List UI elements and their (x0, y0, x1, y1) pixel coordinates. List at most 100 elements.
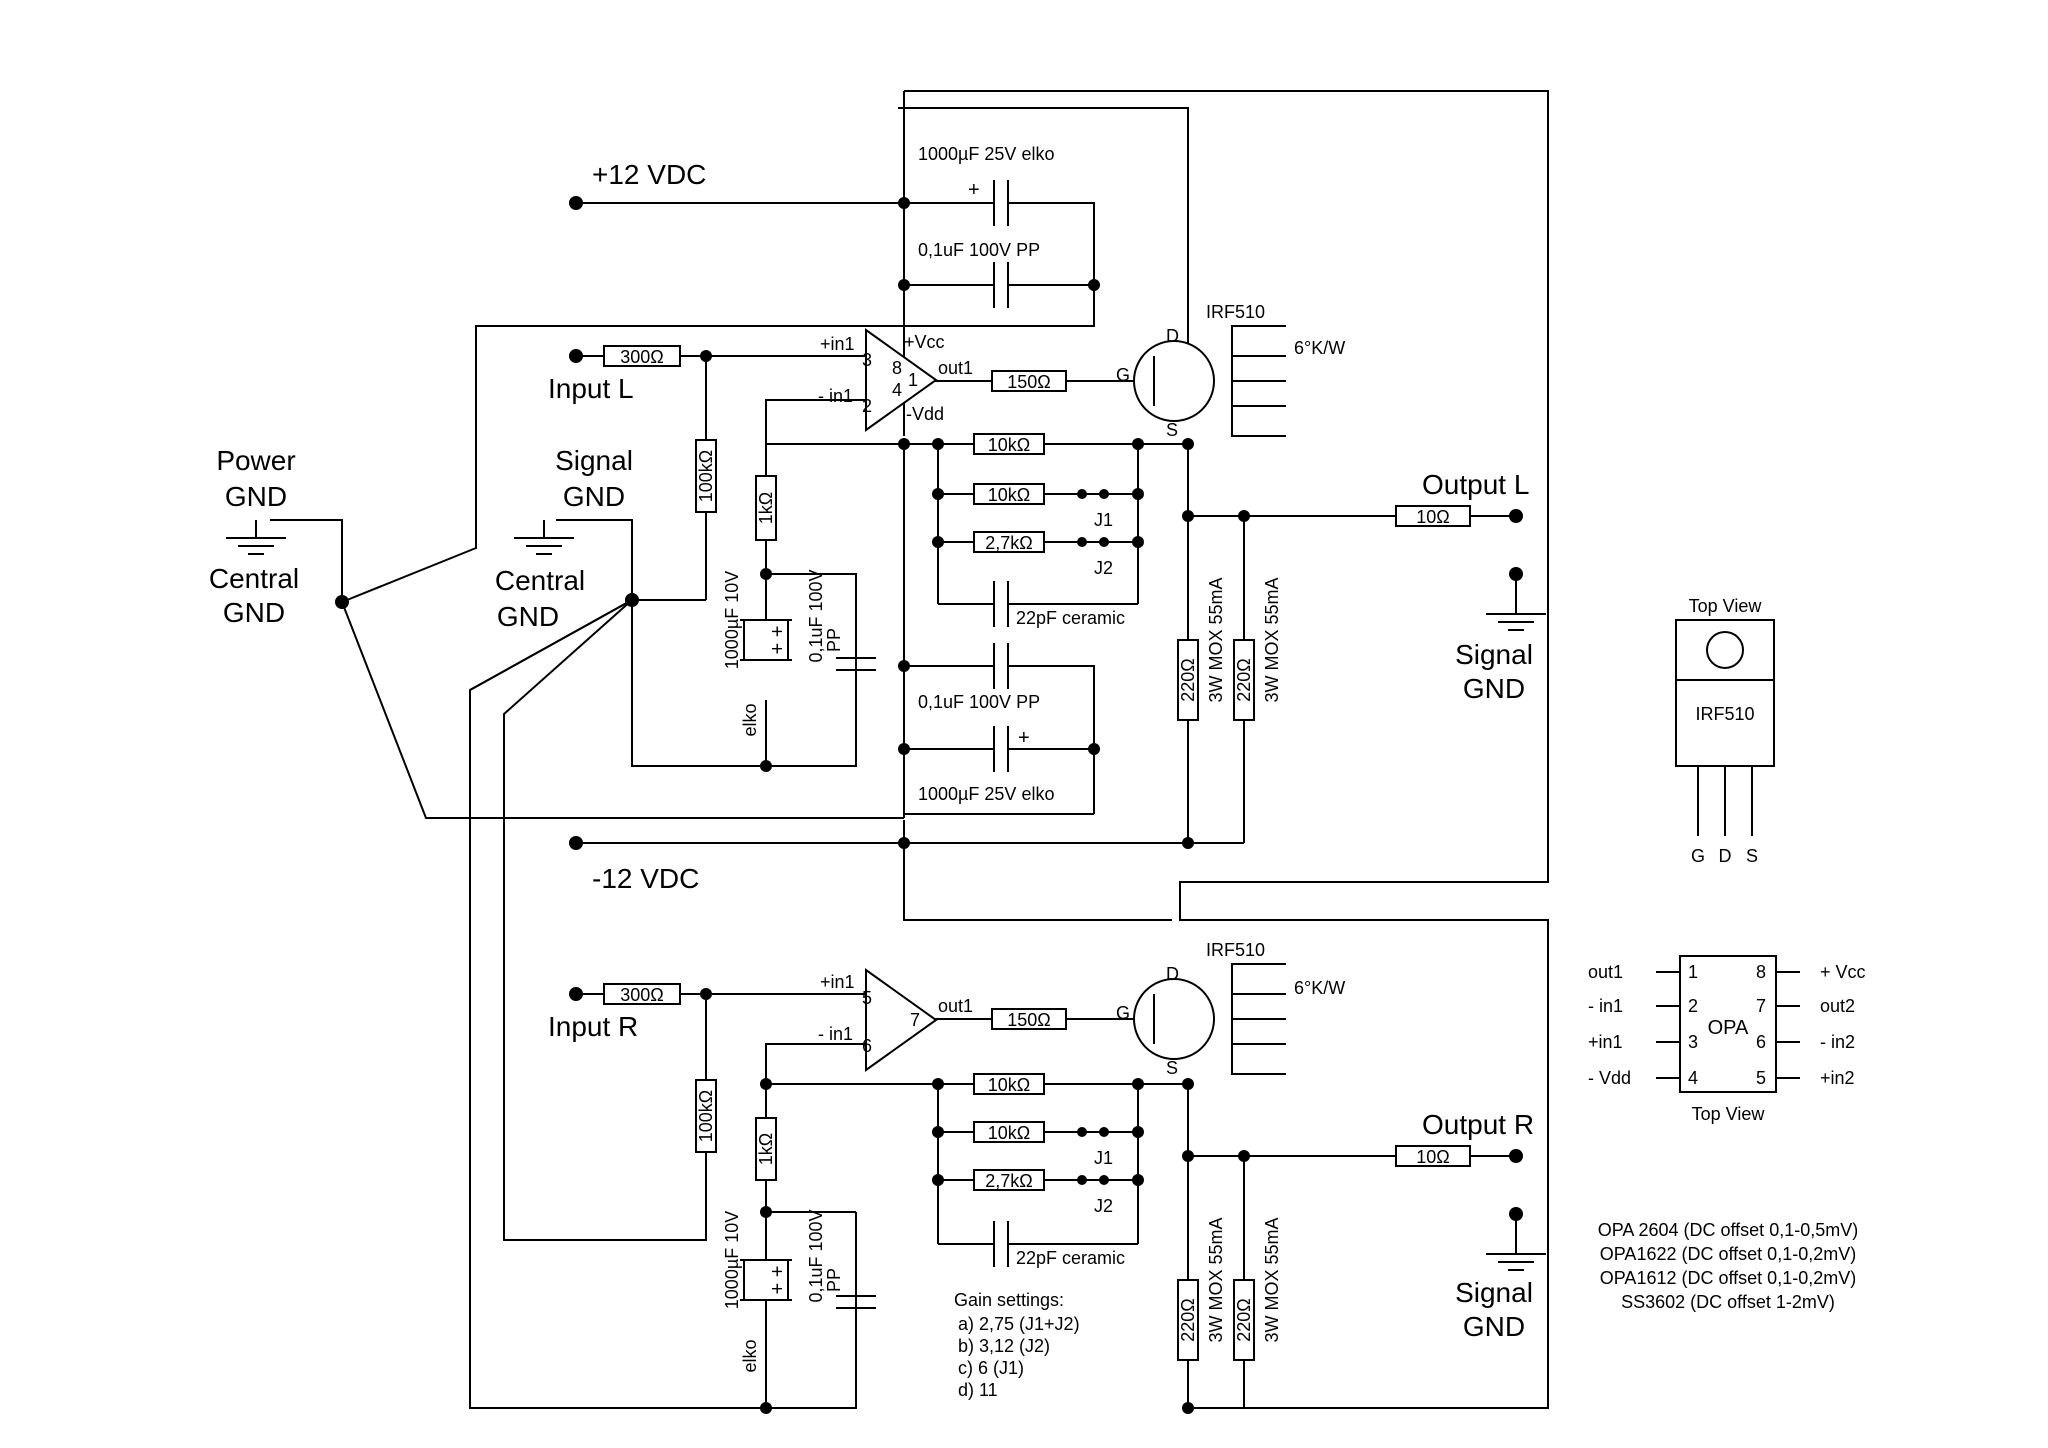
label-input-l: Input L (548, 373, 634, 404)
label-opl-pin8: 8 (892, 358, 902, 378)
opamps (865, 328, 938, 1072)
heatsinks (1231, 325, 1286, 1075)
label-opa-right-num-4: 5 (1756, 1068, 1766, 1088)
label-r-out-r: 10Ω (1416, 1147, 1449, 1167)
label-opa-caption: Top View (1692, 1104, 1766, 1124)
label-pin-g-r: G (1116, 1003, 1130, 1023)
label-c-gnd-elko-l-2: elko (740, 703, 760, 736)
label-c-gnd-pp-r-1: 0,1uF 100V (806, 1209, 826, 1302)
label-r-gnd-l: 1kΩ (756, 492, 776, 524)
r-load-r2 (1233, 1279, 1255, 1361)
label-r-load-spec-l1: 3W MOX 55mA (1206, 577, 1226, 702)
label-central-gnd-1: GND (223, 597, 285, 628)
label-opr-out: out1 (938, 996, 973, 1016)
label-central-gnd-2: GND (497, 601, 559, 632)
r-bias-r (695, 1079, 717, 1153)
junctions (335, 197, 1250, 1414)
label-opa-right-2: out2 (1820, 996, 1855, 1016)
label-opl-in-plus: +in1 (820, 334, 855, 354)
label-opa-left-num-1: 1 (1688, 962, 1698, 982)
label-opr-in-minus: - in1 (818, 1024, 853, 1044)
label-c-gnd-pp-l-2: PP (824, 628, 844, 652)
label-opa-left-num-4: 4 (1688, 1068, 1698, 1088)
label-signal-r-gnd: GND (1463, 1311, 1525, 1342)
r-j2-r (973, 1169, 1045, 1191)
label-input-r: Input R (548, 1011, 638, 1042)
label-opa-right-3: - in2 (1820, 1032, 1855, 1052)
label-opamp-list-1: OPA 2604 (DC offset 0,1-0,5mV) (1598, 1220, 1858, 1240)
label-opa-left-2: - in1 (1588, 996, 1623, 1016)
label-opa-left-1: out1 (1588, 962, 1623, 982)
r-gnd-r (755, 1117, 777, 1181)
label-c-gnd-pp-r-2: PP (824, 1268, 844, 1292)
label-to220-pin-d: D (1719, 846, 1732, 866)
label-opa-right-num-3: 6 (1756, 1032, 1766, 1052)
label-c-fb-l: 22pF ceramic (1016, 608, 1125, 628)
label-r-bias-r: 100kΩ (696, 1090, 716, 1143)
mosfets (1133, 340, 1215, 1060)
label-r-out-l: 10Ω (1416, 507, 1449, 527)
label-vplus: +12 VDC (592, 159, 706, 190)
label-r-gate-l: 150Ω (1007, 372, 1051, 392)
r-load-l1 (1177, 639, 1199, 721)
label-c-gnd-elko-r-1: 1000µF 10V (722, 1211, 742, 1309)
text-labels: +12 VDC -12 VDC Power GND Central GND Si… (209, 144, 1866, 1400)
r-out-l (1395, 505, 1471, 527)
label-opa-left-4: - Vdd (1588, 1068, 1631, 1088)
label-c-elko-bottom: 1000µF 25V elko (918, 784, 1054, 804)
supply-capacitors (740, 180, 1009, 1408)
label-output-l: Output L (1422, 469, 1529, 500)
label-opa-left-num-3: 3 (1688, 1032, 1698, 1052)
label-r-load-r2: 220Ω (1234, 1298, 1254, 1342)
label-r-fb-r: 10kΩ (988, 1075, 1030, 1095)
r-fb-r (973, 1073, 1045, 1095)
label-signal-center: Signal (555, 445, 633, 476)
label-opl-pin3: 3 (862, 350, 872, 370)
label-r-in-l: 300Ω (620, 347, 664, 367)
label-mosfet-r: IRF510 (1206, 940, 1265, 960)
label-opl-pin1: 1 (908, 370, 918, 390)
label-signal-l-gnd: GND (1463, 673, 1525, 704)
r-j1-l (973, 483, 1045, 505)
label-r-j2-l: 2,7kΩ (985, 533, 1032, 553)
label-to220-part: IRF510 (1695, 704, 1754, 724)
label-pin-s-r: S (1166, 1058, 1178, 1078)
label-r-gate-r: 150Ω (1007, 1010, 1051, 1030)
label-r-load-l2: 220Ω (1234, 658, 1254, 702)
label-signal-l: Signal (1455, 639, 1533, 670)
label-r-j1-l: 10kΩ (988, 485, 1030, 505)
label-r-load-r1: 220Ω (1178, 1298, 1198, 1342)
label-gain-title: Gain settings: (954, 1290, 1064, 1310)
label-gain-d: d) 11 (958, 1380, 998, 1400)
label-r-load-spec-r1: 3W MOX 55mA (1206, 1217, 1226, 1342)
label-gain-b: b) 3,12 (J2) (958, 1336, 1050, 1356)
label-c-elko-top-plus: + (968, 179, 980, 201)
label-opa-right-1: + Vcc (1820, 962, 1866, 982)
wires (270, 90, 1549, 1409)
resistors (603, 345, 1471, 1361)
label-c-fb-r: 22pF ceramic (1016, 1248, 1125, 1268)
label-opr-pin6: 6 (862, 1036, 872, 1056)
label-to220-title: Top View (1689, 596, 1763, 616)
label-opl-in-minus: - in1 (818, 386, 853, 406)
label-vminus: -12 VDC (592, 863, 699, 894)
r-j2-l (973, 531, 1045, 553)
label-r-fb-l: 10kΩ (988, 435, 1030, 455)
label-opl-vcc: +Vcc (904, 332, 945, 352)
label-central-1: Central (209, 563, 299, 594)
label-opl-pin4: 4 (892, 380, 902, 400)
label-heatsink-r: 6°K/W (1294, 978, 1345, 998)
label-opa-right-num-1: 8 (1756, 962, 1766, 982)
label-opl-pin2: 2 (862, 396, 872, 416)
label-pin-g-l: G (1116, 365, 1130, 385)
label-r-j2-r: 2,7kΩ (985, 1171, 1032, 1191)
label-opl-vdd: -Vdd (906, 404, 944, 424)
label-mosfet-l: IRF510 (1206, 302, 1265, 322)
label-to220-pin-s: S (1746, 846, 1758, 866)
label-r-bias-l: 100kΩ (696, 450, 716, 503)
r-in-l (603, 345, 681, 367)
r-gate-r (991, 1008, 1067, 1030)
label-opamp-list-3: OPA1612 (DC offset 0,1-0,2mV) (1600, 1268, 1856, 1288)
label-r-load-l1: 220Ω (1178, 658, 1198, 702)
